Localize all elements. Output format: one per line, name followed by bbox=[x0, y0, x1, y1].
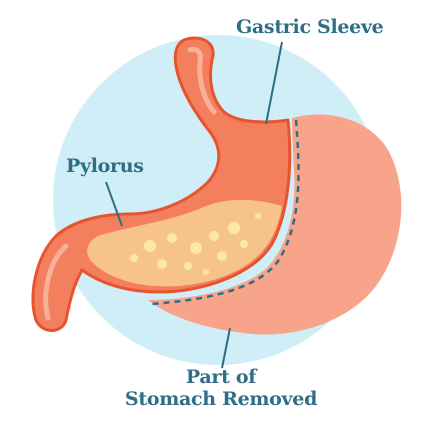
removed-part-label: Part of Stomach Removed bbox=[96, 366, 346, 410]
pylorus-label: Pylorus bbox=[66, 155, 144, 177]
food-bubbles bbox=[130, 213, 261, 275]
cut-line bbox=[149, 119, 300, 306]
removed-label-line-1: Part of bbox=[185, 366, 257, 388]
removed-leader-line bbox=[221, 327, 231, 369]
removed-stomach-part bbox=[148, 114, 402, 335]
stomach-contents bbox=[87, 199, 282, 287]
sleeve-leader-line bbox=[265, 41, 283, 125]
pylorus-leader-line bbox=[105, 181, 123, 227]
removed-label-line-2: Stomach Removed bbox=[124, 388, 318, 410]
pylorus-highlight bbox=[43, 243, 69, 321]
gastric-sleeve-label: Gastric Sleeve bbox=[236, 16, 384, 38]
esophagus-highlight bbox=[187, 47, 217, 115]
